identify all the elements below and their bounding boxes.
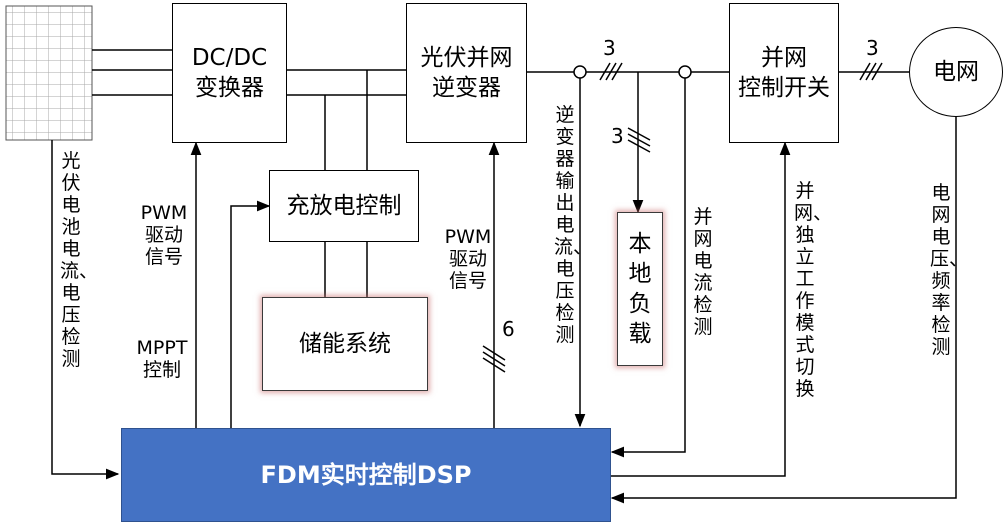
pv-detect-label: 光伏电池电流、电压检测 — [60, 150, 99, 370]
grid-label: 电网 — [933, 59, 979, 85]
grid-inverter: 光伏并网 逆变器 — [406, 3, 527, 143]
phase-count-inverter: 3 — [603, 36, 616, 60]
inverter-output-node — [573, 65, 587, 79]
grid-circle: 电网 — [909, 27, 1003, 117]
grid-switch-label: 并网 控制开关 — [738, 45, 830, 101]
mppt-label: MPPT 控制 — [136, 337, 188, 381]
phase-hash-inverter — [599, 62, 623, 81]
dsp-controller: FDM实时控制DSP — [121, 428, 611, 522]
grid-detect-label: 电网电压、频率检测 — [930, 182, 969, 358]
charge-control: 充放电控制 — [269, 170, 419, 242]
phase-hash-grid — [859, 62, 883, 81]
pwm-hash — [482, 345, 506, 373]
charge-control-label: 充放电控制 — [286, 193, 402, 219]
local-load: 本 地 负 载 — [617, 212, 663, 366]
pwm-label-inverter: PWM 驱动 信号 — [444, 226, 492, 292]
energy-storage-label: 储能系统 — [299, 331, 391, 357]
dcdc-converter-label: DC/DC 变换器 — [191, 45, 268, 101]
grid-switch: 并网 控制开关 — [729, 3, 839, 143]
pwm-label-dcdc: PWM 驱动 信号 — [140, 202, 188, 268]
phase-count-load: 3 — [611, 124, 624, 148]
pwm-line-count: 6 — [502, 317, 515, 341]
grid-current-node — [678, 65, 692, 79]
pv-panel — [5, 5, 93, 141]
inverter-detect-label: 逆变器输出电流、电压检测 — [554, 104, 593, 346]
dcdc-converter: DC/DC 变换器 — [172, 3, 287, 143]
grid-inverter-label: 光伏并网 逆变器 — [420, 45, 513, 101]
phase-count-grid: 3 — [866, 36, 879, 60]
phase-hash-load — [627, 127, 651, 153]
grid-current-detect-label: 并网电流检测 — [693, 206, 713, 338]
energy-storage: 储能系统 — [262, 297, 428, 391]
mode-switch-label: 并网、独立工作模式切换 — [794, 180, 833, 400]
dsp-controller-label: FDM实时控制DSP — [260, 461, 472, 489]
local-load-label: 本 地 负 载 — [628, 231, 652, 347]
